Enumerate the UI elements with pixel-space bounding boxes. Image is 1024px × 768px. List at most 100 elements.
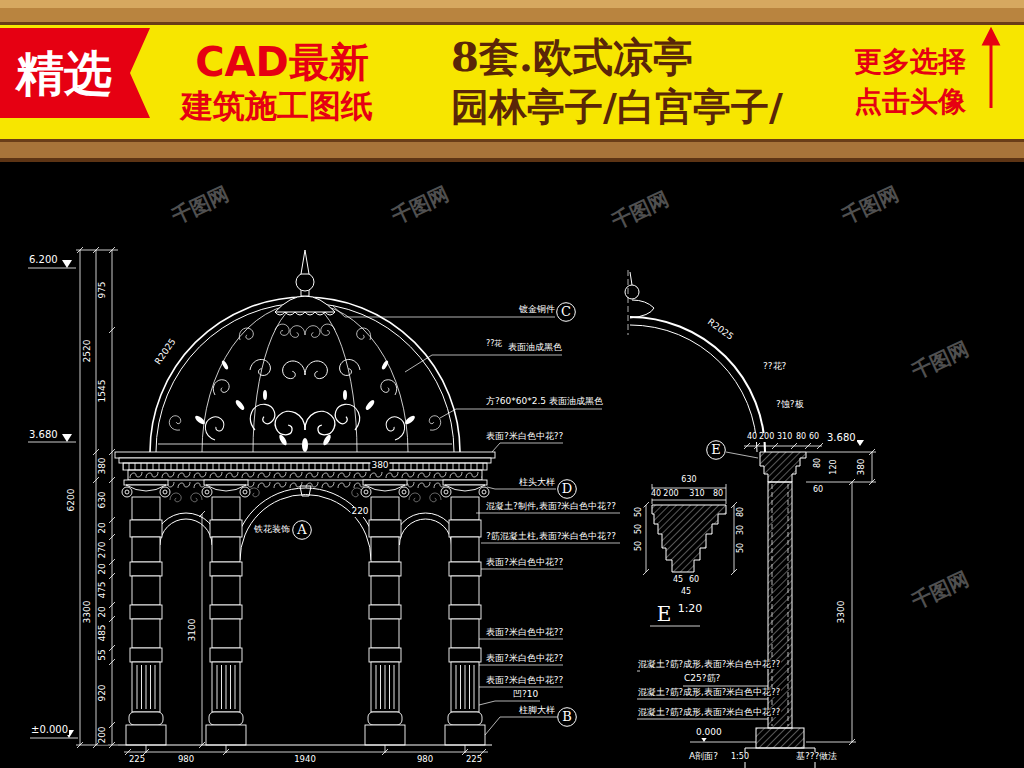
detail-section bbox=[652, 505, 726, 572]
annotation-text: 1940 bbox=[293, 755, 317, 764]
dome-ironwork bbox=[305, 411, 335, 434]
ground-line bbox=[118, 744, 492, 745]
annotation-text: ?蚀?板 bbox=[775, 400, 805, 410]
banner-background bbox=[0, 158, 1024, 162]
annotation-text: 45 bbox=[680, 588, 692, 597]
dome-ironwork bbox=[274, 322, 291, 337]
spandrel-ironwork bbox=[191, 493, 202, 502]
annotation-text: 1:50 bbox=[730, 753, 750, 762]
ribbon-fill bbox=[0, 28, 150, 118]
banner-background bbox=[0, 0, 1024, 162]
annotation-text: 310 bbox=[776, 433, 793, 442]
dimension-lines bbox=[77, 247, 99, 748]
annotation-text: 310 bbox=[688, 490, 705, 499]
leader-line bbox=[481, 543, 620, 544]
column bbox=[122, 480, 170, 745]
annotation-text: 表面油成黑色 bbox=[548, 397, 604, 407]
section-drawing bbox=[630, 325, 757, 452]
annotation-text: 630 bbox=[98, 490, 108, 509]
annotation-text: 表面?米白色中花?? bbox=[485, 628, 564, 638]
ironwork-leaf bbox=[343, 390, 347, 400]
section-drawing bbox=[630, 272, 632, 285]
dome-finial bbox=[301, 250, 309, 274]
annotation-text: 3300 bbox=[83, 600, 93, 625]
column bbox=[122, 480, 489, 745]
ironwork-leaf bbox=[364, 399, 376, 411]
level-mark bbox=[62, 260, 72, 268]
section-drawing bbox=[625, 285, 639, 299]
ironwork-leaf bbox=[381, 360, 389, 371]
banner-text: 园林亭子/白宫亭子/ bbox=[450, 86, 784, 128]
ironwork-leaf bbox=[263, 390, 267, 400]
spandrel-ironwork bbox=[430, 493, 441, 502]
dome-ironwork bbox=[202, 414, 226, 441]
badge-text: 精选 bbox=[16, 47, 112, 100]
leader-line bbox=[476, 513, 620, 514]
annotation-text: 60 bbox=[808, 433, 820, 442]
watermark: 千图网 bbox=[607, 187, 672, 233]
circle-outline bbox=[558, 708, 577, 727]
dimension-lines bbox=[652, 484, 726, 504]
annotation-text: 镀金铜件 bbox=[518, 305, 556, 315]
section-drawing bbox=[760, 452, 806, 482]
dome bbox=[202, 303, 408, 452]
dimension-lines bbox=[28, 247, 488, 755]
circle-outline bbox=[707, 441, 726, 460]
dimension-lines bbox=[643, 502, 737, 575]
watermark: 千图网 bbox=[167, 182, 232, 228]
level-mark bbox=[62, 434, 72, 442]
section-drawing bbox=[630, 317, 765, 452]
detail-title: E bbox=[656, 603, 673, 625]
leader-line bbox=[492, 443, 563, 452]
dome bbox=[156, 303, 454, 452]
dimension-lines bbox=[76, 250, 118, 745]
up-arrow bbox=[984, 30, 998, 44]
annotation-text: 225 bbox=[465, 755, 483, 764]
banner-background bbox=[0, 142, 1024, 158]
annotation-text: 6200 bbox=[67, 488, 77, 513]
annotation-text: 20 bbox=[98, 562, 108, 575]
column bbox=[361, 480, 409, 745]
spandrel-ironwork bbox=[170, 493, 181, 502]
callout-circle: D bbox=[557, 479, 577, 499]
annotation-text: 200 bbox=[662, 490, 679, 499]
dome-ironwork bbox=[168, 322, 442, 441]
annotation-text: 975 bbox=[98, 280, 108, 299]
annotation-text: 混凝土?制件,表面?米白色中花?? bbox=[485, 502, 617, 512]
ironwork-leaf bbox=[194, 360, 416, 452]
arch bbox=[154, 513, 218, 545]
dimension-lines bbox=[80, 250, 112, 745]
spandrel-ironwork bbox=[409, 493, 420, 502]
annotation-text: 3.680 bbox=[826, 432, 857, 443]
annotation-text: R2025 bbox=[153, 336, 179, 367]
dome-ironwork bbox=[355, 326, 373, 342]
dimension-lines bbox=[109, 247, 115, 748]
annotation-text: 铁花装饰 bbox=[253, 525, 291, 535]
banner-background bbox=[0, 0, 1024, 162]
dimension-lines bbox=[637, 443, 876, 745]
watermark: 千图网 bbox=[837, 182, 902, 228]
arch bbox=[234, 488, 378, 560]
annotation-text: 50 bbox=[635, 540, 644, 552]
annotation-text: 2520 bbox=[83, 339, 93, 364]
ironwork-leaf bbox=[404, 414, 416, 426]
annotation-text: 380 bbox=[857, 457, 867, 476]
annotation-text: 1545 bbox=[98, 379, 108, 404]
dimension-lines bbox=[744, 443, 823, 449]
leader-line bbox=[479, 687, 563, 688]
dimension-lines bbox=[28, 268, 78, 738]
dome-ironwork bbox=[210, 377, 232, 398]
dome-ironwork bbox=[428, 415, 442, 432]
annotation-text: 6.200 bbox=[28, 254, 59, 265]
leader-line bbox=[481, 569, 563, 570]
annotation-text: 0.000 bbox=[695, 728, 723, 738]
annotation-text: 45 bbox=[672, 576, 684, 585]
annotation-text: 80 bbox=[795, 433, 807, 442]
section-drawing bbox=[690, 742, 756, 743]
leader-line bbox=[333, 306, 620, 735]
up-arrow bbox=[984, 30, 998, 108]
circle-outline bbox=[557, 303, 576, 322]
annotation-text: ±0.000 bbox=[30, 724, 69, 735]
annotation-text: 凹?10 bbox=[512, 690, 539, 700]
leader-line bbox=[479, 639, 563, 640]
